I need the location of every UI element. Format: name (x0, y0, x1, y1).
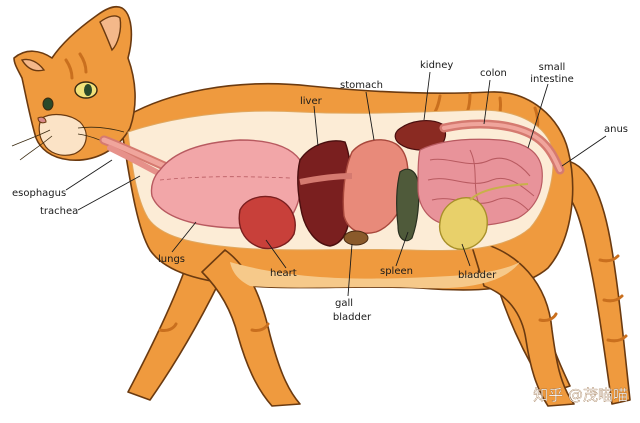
heart-organ (238, 195, 296, 250)
bladder-organ (438, 197, 488, 250)
whiskers (11, 126, 125, 161)
leader-lines (65, 71, 607, 297)
label-trachea: trachea (40, 206, 78, 217)
label-small-intestine-line1: small (539, 62, 566, 73)
watermark-text: 知乎 @茂喵喵 (533, 386, 628, 404)
spleen-organ (396, 168, 420, 242)
label-anus: anus (604, 124, 628, 135)
gall-bladder-organ (343, 230, 369, 246)
label-small-intestine-line2: intestine (530, 74, 574, 85)
label-spleen: spleen (380, 266, 413, 277)
tail (555, 159, 631, 405)
label-liver: liver (300, 96, 323, 107)
left-ear-inner (20, 58, 46, 72)
near-hind-leg (469, 239, 575, 407)
label-lungs: lungs (158, 254, 185, 265)
label-stomach: stomach (340, 80, 383, 91)
cat-head (11, 5, 136, 161)
label-bladder: bladder (458, 270, 497, 281)
right-ear-inner (99, 15, 122, 52)
label-heart: heart (270, 268, 297, 279)
labels: esophagus trachea lungs heart liver stom… (12, 60, 628, 323)
pupil (84, 84, 92, 96)
stomach-organ (342, 139, 409, 234)
muzzle (38, 113, 87, 156)
belly-fur (230, 262, 520, 289)
label-gall-bladder-line1: gall (335, 298, 353, 309)
liver-organ (297, 140, 352, 247)
label-esophagus: esophagus (12, 188, 66, 199)
far-front-leg (127, 254, 227, 401)
far-eye (42, 97, 54, 111)
near-front-leg (201, 249, 301, 407)
label-gall-bladder-line2: bladder (333, 312, 372, 323)
label-colon: colon (480, 68, 507, 79)
label-kidney: kidney (420, 60, 453, 71)
nose (37, 116, 47, 124)
organs (99, 119, 565, 250)
